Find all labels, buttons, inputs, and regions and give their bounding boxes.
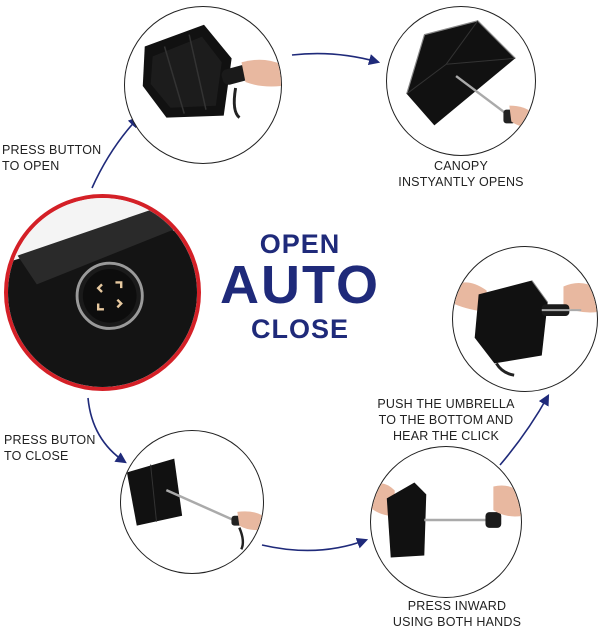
label-canopy-opens-line1: CANOPY	[434, 159, 488, 173]
closed-umbrella-icon	[142, 24, 281, 119]
center-title-open: OPEN	[259, 229, 341, 259]
press-inward-umbrella-icon	[371, 482, 521, 558]
handle-button-icon	[8, 198, 197, 387]
label-push-bottom: PUSH THE UMBRELLA TO THE BOTTOM AND HEAR…	[366, 396, 526, 444]
open-close-button-closeup	[4, 194, 201, 391]
label-press-open-line1: PRESS BUTTON	[2, 143, 102, 157]
label-press-inward-line1: PRESS INWARD	[407, 599, 507, 613]
label-press-open: PRESS BUTTON TO OPEN	[2, 142, 101, 174]
label-push-bottom-line2: TO THE BOTTOM AND	[378, 413, 514, 427]
step-press-close-image	[120, 430, 264, 574]
step-push-bottom-image	[452, 246, 598, 392]
label-canopy-opens: CANOPY INSTYANTLY OPENS	[392, 158, 530, 190]
open-umbrella-icon	[406, 20, 534, 128]
label-press-close-line2: TO CLOSE	[4, 449, 69, 463]
label-press-close-line1: PRESS BUTON	[4, 433, 96, 447]
label-press-inward: PRESS INWARD USING BOTH HANDS	[382, 598, 532, 630]
label-press-inward-line2: USING BOTH HANDS	[392, 615, 522, 629]
label-press-close: PRESS BUTON TO CLOSE	[4, 432, 96, 464]
arrow-to-press-inward	[261, 537, 369, 552]
label-push-bottom-line3: HEAR THE CLICK	[392, 429, 500, 443]
label-push-bottom-line1: PUSH THE UMBRELLA	[377, 397, 515, 411]
collapsing-umbrella-icon	[126, 458, 263, 550]
step-press-inward-image	[370, 446, 522, 598]
arrow-to-canopy	[291, 52, 381, 65]
label-canopy-opens-line2: INSTYANTLY OPENS	[398, 175, 524, 189]
step-press-open-image	[124, 6, 282, 164]
step-canopy-opens-image	[386, 6, 536, 156]
center-title-close: CLOSE	[250, 314, 349, 344]
center-title-auto: AUTO	[220, 255, 381, 315]
closing-umbrella-icon	[453, 280, 597, 377]
label-press-open-line2: TO OPEN	[2, 159, 60, 173]
